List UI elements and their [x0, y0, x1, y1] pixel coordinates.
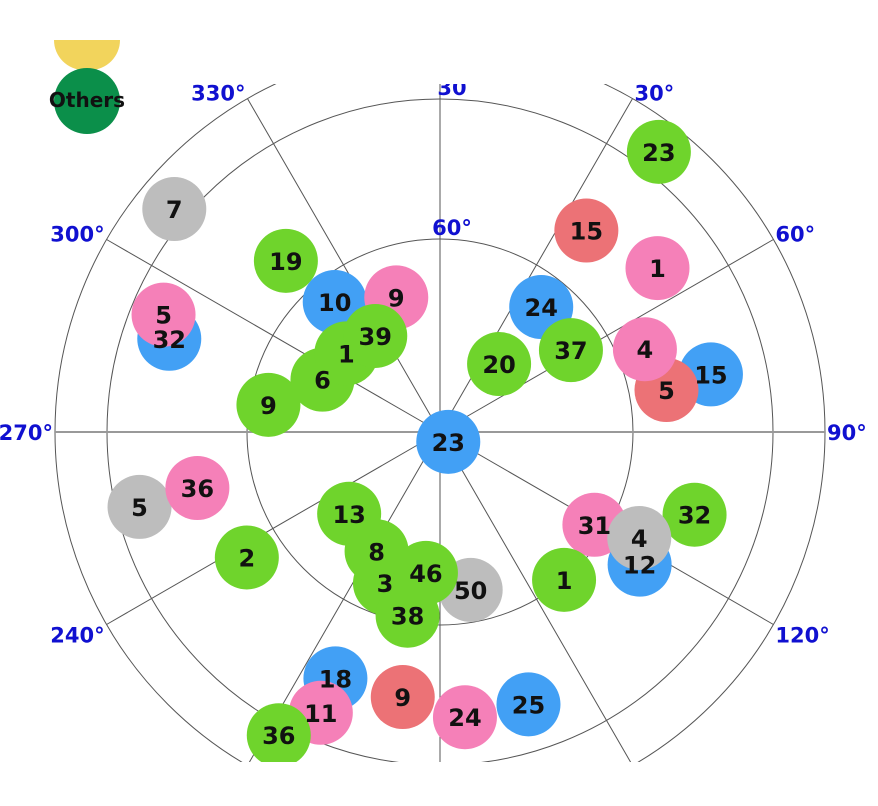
- satellite-label: 1: [649, 255, 666, 283]
- satellite-marker: [554, 198, 619, 263]
- satellite-label: 11: [304, 700, 337, 728]
- satellite-label: 25: [512, 691, 545, 719]
- satellite-marker: [662, 482, 727, 547]
- satellite-label: 15: [570, 218, 603, 246]
- satellite-marker: [467, 332, 532, 397]
- satellite-label: 7: [166, 196, 183, 224]
- satellite-marker: [246, 703, 311, 762]
- grid-spoke: [439, 431, 632, 762]
- azimuth-tick-label: 90°: [827, 421, 867, 445]
- satellite-label: 20: [482, 351, 515, 379]
- elevation-tick-label: 30: [437, 76, 466, 100]
- legend: Others: [40, 40, 130, 134]
- satellite-marker: [131, 282, 196, 347]
- satellite-label: 5: [658, 377, 675, 405]
- satellite-label: 50: [454, 577, 487, 605]
- satellite-marker: [532, 547, 597, 612]
- satellite-label: 32: [678, 502, 711, 530]
- satellite-marker: [214, 525, 279, 590]
- satellite-label: 9: [394, 684, 411, 712]
- satellite-marker: [607, 505, 672, 570]
- satellite-label: 3: [377, 570, 394, 598]
- satellite-marker: [370, 665, 435, 730]
- satellite-marker: [253, 228, 318, 293]
- satellite-label: 24: [448, 704, 481, 732]
- satellite-label: 5: [155, 302, 172, 330]
- satellite-label: 15: [694, 361, 727, 389]
- satellite-label: 10: [318, 289, 351, 317]
- satellite-label: 24: [525, 294, 558, 322]
- elevation-tick-label: 60°: [432, 216, 472, 240]
- satellite-marker: [625, 236, 690, 301]
- satellite-label: 39: [359, 323, 392, 351]
- satellite-marker: [538, 318, 603, 383]
- satellite-marker: [165, 456, 230, 521]
- satellite-label: 37: [554, 337, 587, 365]
- satellite-label: 2: [238, 544, 255, 572]
- grid-spoke: [439, 98, 633, 433]
- satellite-marker: [496, 672, 561, 737]
- satellite-label: 9: [388, 284, 405, 312]
- satellite-label: 18: [319, 665, 352, 693]
- azimuth-tick-label: 270°: [0, 421, 53, 445]
- legend-item-others: Others: [49, 68, 125, 134]
- grid-spoke: [106, 431, 441, 625]
- azimuth-tick-label: 210°: [191, 764, 245, 788]
- azimuth-tick-label: 300°: [50, 223, 104, 247]
- satellite-label: 31: [578, 512, 611, 540]
- satellite-marker: [142, 177, 207, 242]
- satellite-label: 13: [332, 501, 365, 529]
- satellite-marker: [612, 317, 677, 382]
- satellite-label: 1: [338, 340, 355, 368]
- azimuth-tick-label: 0°: [427, 30, 452, 54]
- satellite-label: 4: [631, 525, 648, 553]
- satellite-label: 23: [642, 139, 675, 167]
- azimuth-tick-label: 30°: [635, 82, 675, 106]
- azimuth-tick-label: 240°: [50, 624, 104, 648]
- satellite-marker: [344, 519, 409, 584]
- satellite-label: 1: [556, 567, 573, 595]
- satellite-marker: [393, 540, 458, 605]
- satellite-label: 36: [262, 722, 295, 750]
- satellite-label: 23: [432, 429, 465, 457]
- satellite-marker: [236, 372, 301, 437]
- satellite-label: 12: [623, 552, 656, 580]
- satellite-label: 4: [637, 336, 654, 364]
- azimuth-tick-label: 60°: [775, 223, 815, 247]
- azimuth-tick-label: 150°: [635, 764, 689, 788]
- satellite-label: 5: [131, 494, 148, 522]
- satellite-label: 38: [391, 603, 424, 631]
- satellite-label: 32: [153, 326, 186, 354]
- satellite-marker: [432, 685, 497, 750]
- satellite-label: 46: [409, 560, 442, 588]
- satellite-label: 8: [368, 538, 385, 566]
- satellite-label: 36: [181, 475, 214, 503]
- satellite-label: 9: [260, 392, 277, 420]
- satellite-label: 6: [314, 367, 331, 395]
- grid-spoke: [439, 239, 774, 433]
- satellite-marker: [626, 119, 691, 184]
- satellite-label: 19: [269, 248, 302, 276]
- azimuth-tick-label: 330°: [191, 82, 245, 106]
- satellite-marker: [343, 303, 408, 368]
- grid-spoke: [106, 239, 441, 433]
- legend-label-others: Others: [48, 88, 126, 112]
- satellite-marker: [416, 409, 481, 474]
- satellite-marker: [107, 474, 172, 539]
- grid-spoke: [247, 98, 441, 433]
- azimuth-tick-label: 120°: [775, 624, 829, 648]
